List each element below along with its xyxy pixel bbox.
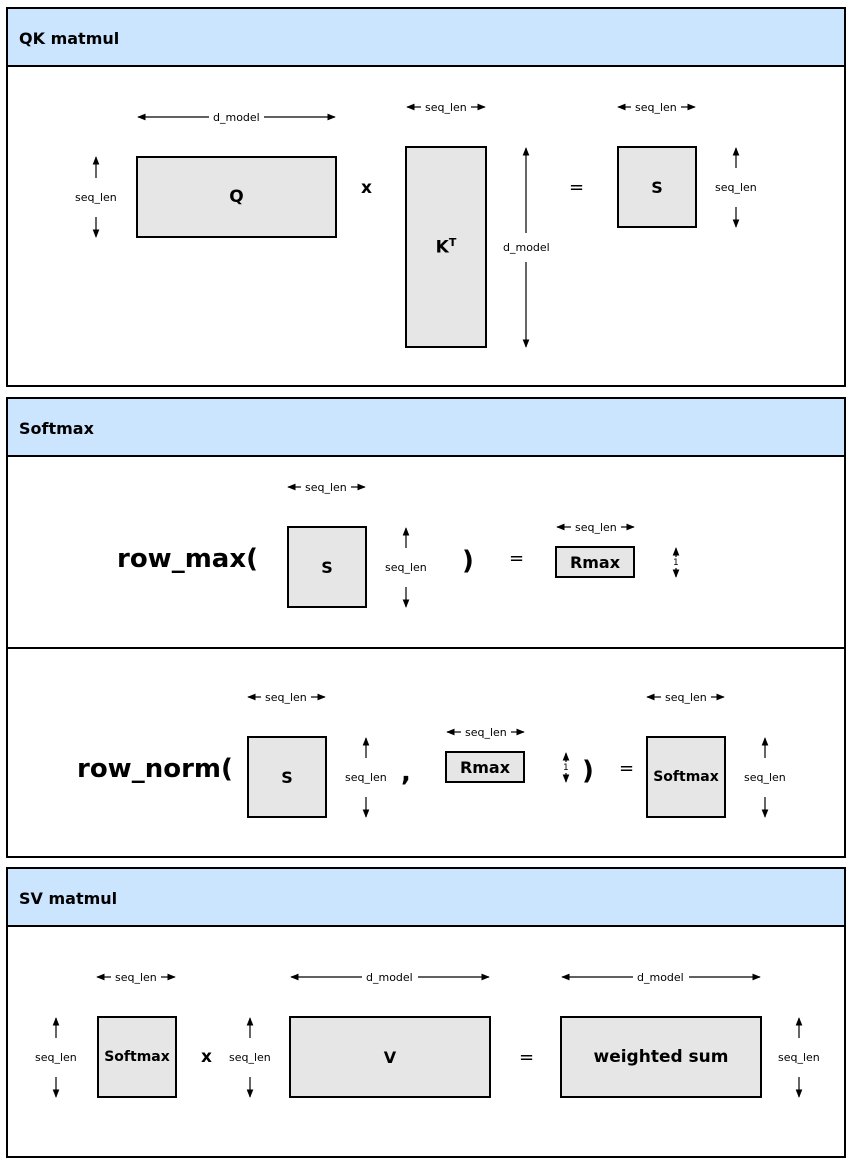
- row-norm-matrix-s-label: S: [281, 767, 293, 787]
- qk-seq-len-k-top-label: seq_len: [425, 101, 467, 114]
- matrix-s: S: [617, 146, 697, 228]
- sv-d-model-out-label: d_model: [637, 971, 684, 984]
- sv-matmul-section: SV matmul: [6, 867, 846, 1158]
- row-norm-seq-len-rmax-label: seq_len: [465, 726, 507, 739]
- softmax-divider: [8, 647, 844, 649]
- matrix-q-label: Q: [229, 187, 244, 207]
- matrix-k-label: KT: [435, 236, 457, 258]
- row-norm-rmax-label: Rmax: [459, 757, 511, 777]
- row-max-rmax-label: Rmax: [569, 552, 621, 572]
- row-max-equals: =: [509, 548, 525, 569]
- qk-matmul-header: QK matmul: [8, 9, 844, 67]
- sv-times-operator: x: [201, 1047, 212, 1067]
- sv-seq-len-soft-top-label: seq_len: [115, 971, 157, 984]
- qk-d-model-top-label: d_model: [213, 111, 260, 124]
- sv-seq-len-soft-left-label: seq_len: [35, 1051, 77, 1064]
- qk-seq-len-s-top-label: seq_len: [635, 101, 677, 114]
- sv-seq-len-out-right-label: seq_len: [778, 1051, 820, 1064]
- row-max-seq-len-s-top-label: seq_len: [305, 481, 347, 494]
- row-max-matrix-s: S: [287, 526, 367, 608]
- row-max-close-paren: ): [462, 546, 474, 576]
- qk-matmul-title: QK matmul: [19, 29, 120, 48]
- qk-d-model-k-label: d_model: [503, 241, 550, 254]
- qk-equals-operator: =: [569, 177, 585, 198]
- row-max-one-label: 1: [673, 558, 679, 568]
- sv-seq-len-v-left-label: seq_len: [229, 1051, 271, 1064]
- sv-d-model-v-label: d_model: [366, 971, 413, 984]
- row-norm-softmax-matrix: Softmax: [646, 736, 726, 818]
- softmax-header: Softmax: [8, 399, 844, 457]
- row-norm-matrix-s: S: [247, 736, 327, 818]
- row-norm-rmax-vector: Rmax: [445, 751, 525, 783]
- sv-softmax-matrix: Softmax: [97, 1016, 177, 1098]
- row-max-function: row_max(: [117, 544, 258, 574]
- row-norm-function: row_norm(: [77, 754, 233, 784]
- row-norm-seq-len-out-top-label: seq_len: [665, 691, 707, 704]
- row-max-seq-len-rmax-label: seq_len: [575, 521, 617, 534]
- softmax-title: Softmax: [19, 419, 94, 438]
- row-norm-seq-len-s-top-label: seq_len: [265, 691, 307, 704]
- qk-seq-len-s-right-label: seq_len: [715, 181, 757, 194]
- weighted-sum-label: weighted sum: [593, 1047, 729, 1067]
- sv-softmax-label: Softmax: [104, 1049, 170, 1065]
- row-norm-seq-len-out-right-label: seq_len: [744, 771, 786, 784]
- qk-seq-len-q-label: seq_len: [75, 191, 117, 204]
- row-max-seq-len-s-right-label: seq_len: [385, 561, 427, 574]
- matrix-q: Q: [136, 156, 337, 238]
- matrix-s-label: S: [651, 177, 663, 197]
- row-norm-seq-len-s-right-label: seq_len: [345, 771, 387, 784]
- row-norm-softmax-label: Softmax: [653, 769, 719, 785]
- matrix-v: V: [289, 1016, 491, 1098]
- sv-matmul-header: SV matmul: [8, 869, 844, 927]
- matrix-k-transpose: KT: [405, 146, 487, 348]
- sv-equals-operator: =: [519, 1047, 535, 1068]
- row-max-matrix-s-label: S: [321, 557, 333, 577]
- row-norm-equals: =: [619, 758, 635, 779]
- matrix-v-label: V: [383, 1047, 397, 1067]
- row-max-rmax-vector: Rmax: [555, 546, 635, 578]
- weighted-sum-matrix: weighted sum: [560, 1016, 762, 1098]
- row-norm-one-label: 1: [563, 763, 569, 773]
- sv-matmul-title: SV matmul: [19, 889, 118, 908]
- row-norm-comma: ,: [401, 758, 411, 788]
- row-norm-close-paren: ): [582, 756, 594, 786]
- qk-times-operator: x: [361, 178, 372, 198]
